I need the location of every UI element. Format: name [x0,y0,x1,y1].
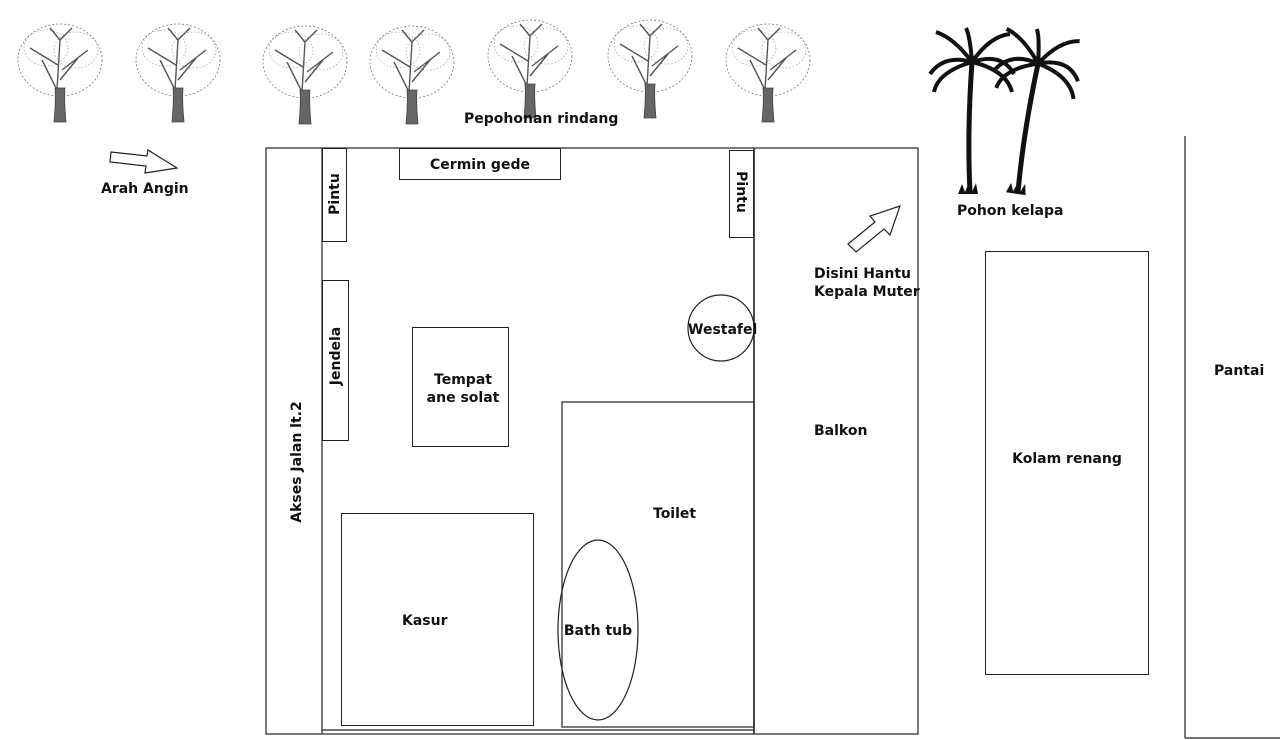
prayer-area-label: Tempat ane solat [412,371,514,407]
ghost-label-line-1: Disini Hantu [814,266,911,282]
ghost-arrow-icon [847,205,901,253]
trees-label: Pepohonan rindang [464,111,619,127]
door-right-box [729,150,754,238]
beach-label: Pantai [1214,363,1265,379]
door-left-box [322,148,347,242]
wind-direction-label: Arah Angin [101,181,189,197]
bathtub-label: Bath tub [563,623,633,639]
prayer-area-box [412,327,509,447]
tree-icon-6 [607,19,693,119]
bed-box [341,513,534,726]
window-label: Jendela [328,326,344,386]
balcony-label: Balkon [814,423,868,439]
coconut-tree-label: Pohon kelapa [957,203,1064,219]
wind-arrow-icon [109,149,179,174]
ghost-note-label: Disini Hantu Kepala Muter [814,265,920,301]
tree-icon-3 [262,25,348,125]
tree-icon-5 [487,19,573,119]
tree-icon-7 [725,23,811,123]
toilet-label: Toilet [653,506,697,522]
palm-tree-icon-2 [978,24,1084,200]
bed-label: Kasur [402,613,448,629]
door-left-label: Pintu [327,173,343,215]
prayer-label-line-2: ane solat [426,390,500,406]
pool-box [985,251,1149,675]
door-right-label: Pintu [733,171,749,213]
window-box [322,280,349,441]
tree-icon-1 [17,23,103,123]
tree-icon-2 [135,23,221,123]
tree-icon-4 [369,25,455,125]
pool-label: Kolam renang [1012,451,1122,467]
sink-label: Westafel [688,322,758,338]
mirror-label: Cermin gede [430,157,530,173]
palm-tree-icon-1 [930,28,1014,194]
mirror-box [399,148,561,180]
ghost-label-line-2: Kepala Muter [814,284,920,300]
access-corridor-label: Akses Jalan lt.2 [289,401,305,523]
prayer-label-line-1: Tempat [434,372,492,388]
